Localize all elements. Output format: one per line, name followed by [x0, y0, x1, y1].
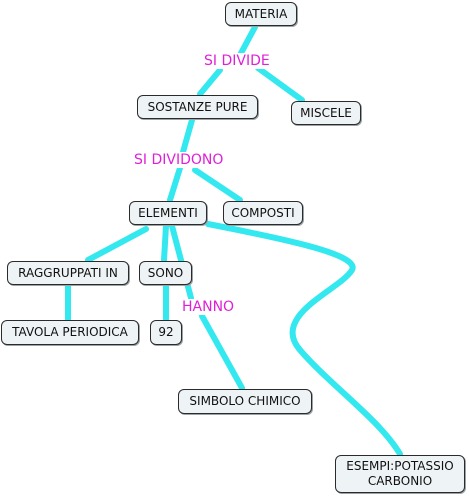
node-simbolo-chimico[interactable]: SIMBOLO CHIMICO: [178, 389, 312, 414]
node-raggruppati-in[interactable]: RAGGRUPPATI IN: [7, 261, 129, 285]
node-elementi[interactable]: ELEMENTI: [129, 201, 207, 225]
node-sono[interactable]: SONO: [139, 261, 192, 285]
line-elementi-sono: [161, 223, 169, 263]
node-tavola-periodica[interactable]: TAVOLA PERIODICA: [1, 320, 139, 345]
line-si-dividono-composti: [192, 167, 243, 203]
node-materia[interactable]: MATERIA: [225, 2, 297, 26]
line-si-divide-sostanze: [197, 67, 223, 97]
line-si-dividono-elementi: [167, 165, 183, 203]
link-label-hanno: HANNO: [181, 299, 236, 315]
line-materia-si-divide: [237, 24, 258, 58]
node-composti[interactable]: COMPOSTI: [223, 201, 303, 225]
node-numero-92[interactable]: 92: [150, 320, 182, 345]
link-label-si-divide: SI DIVIDE: [203, 53, 271, 69]
line-si-divide-miscele: [255, 65, 305, 103]
link-label-si-dividono: SI DIVIDONO: [133, 152, 225, 168]
line-elementi-raggruppati: [85, 226, 149, 263]
node-sostanze-pure[interactable]: SOSTANZE PURE: [137, 95, 258, 119]
line-hanno-simbolo: [199, 313, 245, 391]
node-miscele[interactable]: MISCELE: [291, 101, 361, 125]
line-elementi-esempi: [205, 221, 403, 457]
line-sostanze-si-dividono: [180, 117, 195, 155]
node-esempi[interactable]: ESEMPI:POTASSIO CARBONIO: [335, 455, 465, 493]
